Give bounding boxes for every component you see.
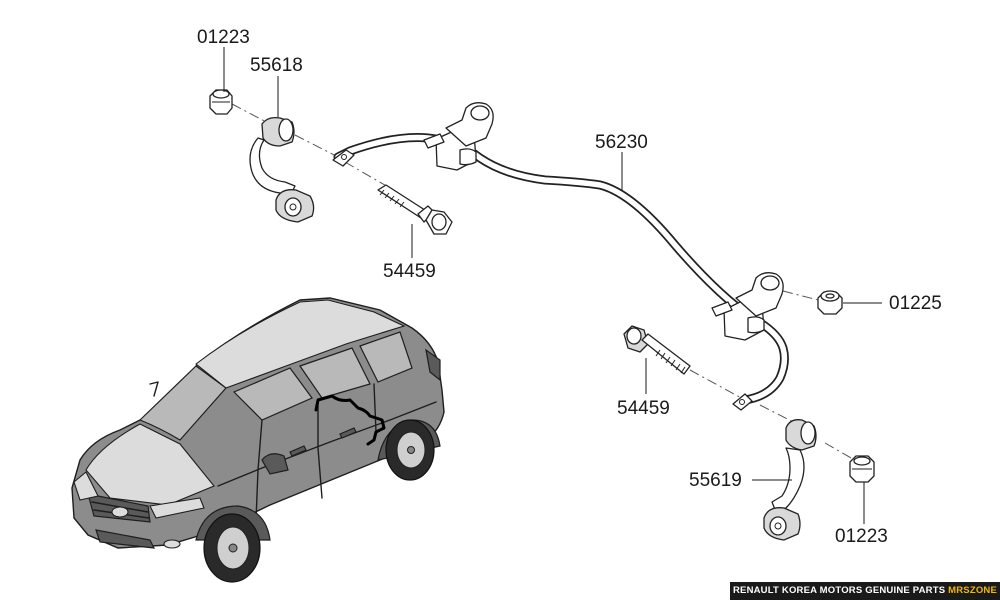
footer-brand-text: RENAULT KOREA MOTORS GENUINE PARTS (732, 585, 946, 596)
callout-01225: 01225 (889, 293, 942, 314)
callout-54459-top: 54459 (383, 261, 436, 282)
footer-watermark-bar: RENAULT KOREA MOTORS GENUINE PARTS MRSZO… (730, 582, 1000, 600)
vehicle-illustration (71, 297, 445, 583)
left-bushing-bracket (423, 102, 494, 171)
wiring-harness-highlight (314, 394, 386, 446)
right-bushing-bracket (711, 272, 784, 341)
nut-01225-right (817, 290, 843, 315)
link-55619-right (763, 419, 817, 541)
callout-56230: 56230 (595, 132, 648, 153)
bolt-54459-bottom (623, 325, 691, 375)
callout-54459-bottom: 54459 (617, 398, 670, 419)
leader-lines (223, 47, 882, 524)
nut-01223-top-left (209, 89, 233, 115)
callout-01223-bottom: 01223 (835, 526, 888, 547)
callout-55618: 55618 (250, 55, 303, 76)
link-55618-left (249, 116, 315, 223)
bolt-54459-top (377, 184, 453, 235)
footer-site-text: MRSZONE (948, 585, 998, 596)
nut-01223-bottom-right (849, 455, 875, 483)
callout-01223-top: 01223 (197, 27, 250, 48)
callout-55619: 55619 (689, 470, 742, 491)
